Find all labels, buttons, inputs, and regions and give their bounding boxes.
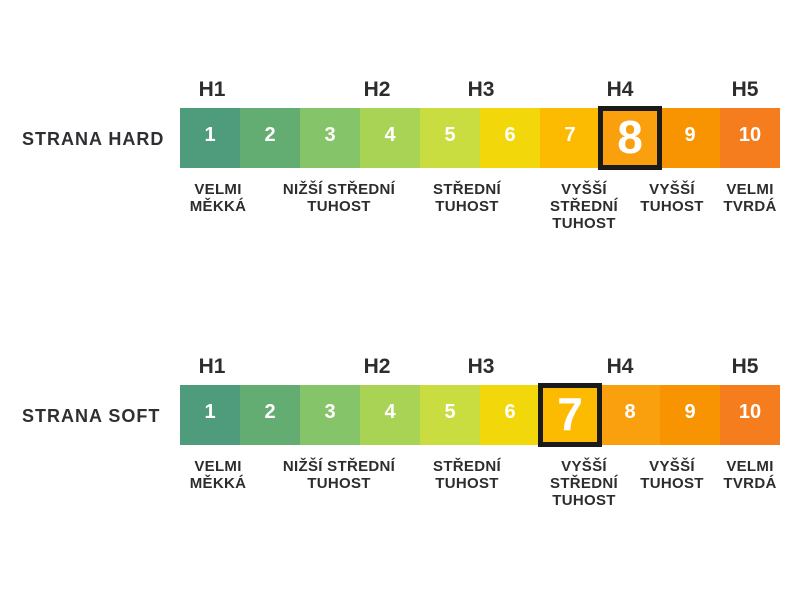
h-category-label-h4: H4 bbox=[606, 78, 634, 101]
h-category-label-h4: H4 bbox=[606, 355, 634, 378]
scale-cell: 5 bbox=[420, 108, 480, 168]
highlighted-scale-cell: 7 bbox=[538, 383, 602, 447]
firmness-description: STŘEDNÍ TUHOST bbox=[433, 181, 501, 215]
scale-cell: 5 bbox=[420, 385, 480, 445]
scale-cell: 10 bbox=[720, 385, 780, 445]
firmness-description: VYŠŠÍ STŘEDNÍ TUHOST bbox=[550, 458, 618, 509]
firmness-description: VELMI TVRDÁ bbox=[723, 458, 777, 492]
scale-cell: 2 bbox=[240, 108, 300, 168]
highlighted-scale-cell: 8 bbox=[598, 106, 662, 170]
firmness-description: VELMI TVRDÁ bbox=[723, 181, 777, 215]
h-category-label-h3: H3 bbox=[467, 78, 495, 101]
firmness-description: VELMI MĚKKÁ bbox=[189, 458, 247, 492]
firmness-description: NIŽŠÍ STŘEDNÍ TUHOST bbox=[282, 181, 396, 215]
firmness-description: VELMI MĚKKÁ bbox=[189, 181, 247, 215]
h-category-label-h3: H3 bbox=[467, 355, 495, 378]
scale-cell: 1 bbox=[180, 385, 240, 445]
scale-cell: 4 bbox=[360, 108, 420, 168]
scale-cell: 8 bbox=[600, 385, 660, 445]
firmness-description: STŘEDNÍ TUHOST bbox=[433, 458, 501, 492]
scale-cell: 9 bbox=[660, 108, 720, 168]
firmness-description: VYŠŠÍ TUHOST bbox=[640, 458, 704, 492]
scale-cell: 7 bbox=[540, 108, 600, 168]
h-category-label-h1: H1 bbox=[198, 78, 226, 101]
h-category-label-h5: H5 bbox=[731, 78, 759, 101]
scale-cell: 6 bbox=[480, 385, 540, 445]
hard-scale-title: STRANA HARD bbox=[22, 129, 165, 149]
scale-cell: 9 bbox=[660, 385, 720, 445]
h-category-label-h2: H2 bbox=[363, 78, 391, 101]
scale-cell: 3 bbox=[300, 385, 360, 445]
scale-cell: 6 bbox=[480, 108, 540, 168]
scale-cell: 2 bbox=[240, 385, 300, 445]
scale-cell: 4 bbox=[360, 385, 420, 445]
firmness-description: NIŽŠÍ STŘEDNÍ TUHOST bbox=[282, 458, 396, 492]
firmness-description: VYŠŠÍ STŘEDNÍ TUHOST bbox=[550, 181, 618, 232]
soft-scale-title: STRANA SOFT bbox=[22, 406, 161, 426]
h-category-label-h5: H5 bbox=[731, 355, 759, 378]
scale-cell: 1 bbox=[180, 108, 240, 168]
firmness-description: VYŠŠÍ TUHOST bbox=[640, 181, 704, 215]
scale-cell: 3 bbox=[300, 108, 360, 168]
h-category-label-h1: H1 bbox=[198, 355, 226, 378]
scale-cell: 10 bbox=[720, 108, 780, 168]
h-category-label-h2: H2 bbox=[363, 355, 391, 378]
